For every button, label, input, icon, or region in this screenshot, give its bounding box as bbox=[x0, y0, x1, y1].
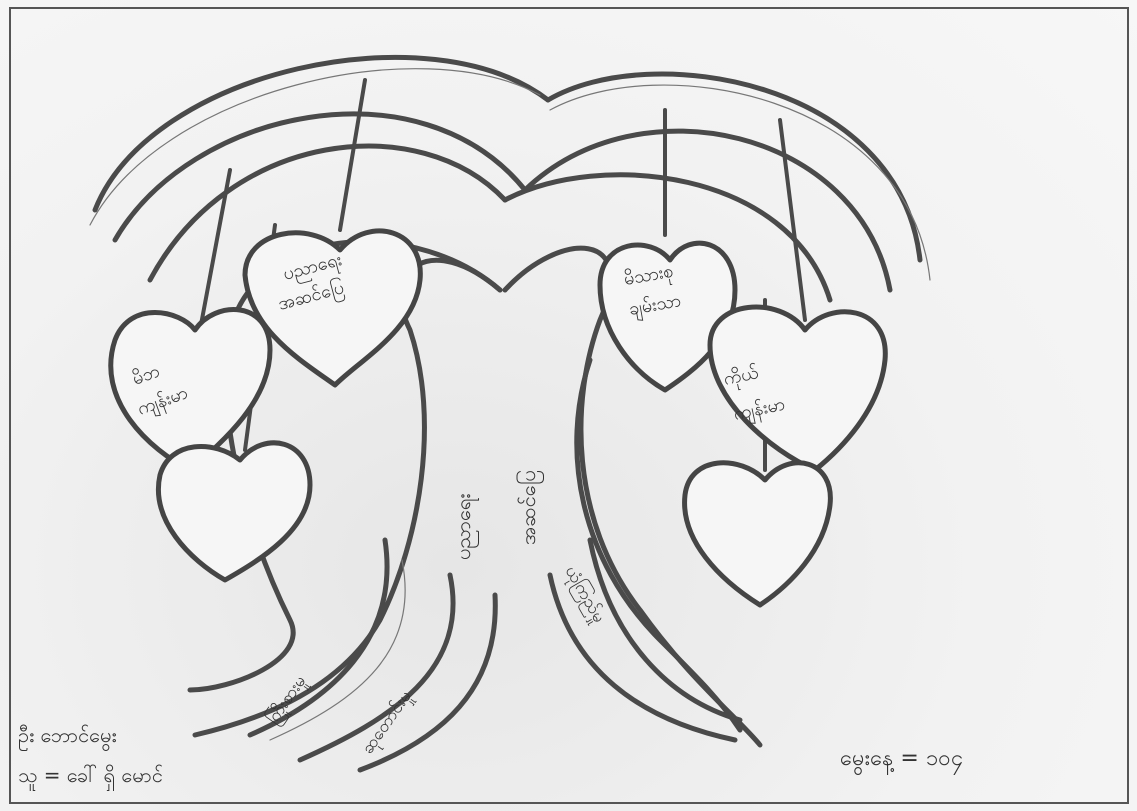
trunk-text-right: အဆင်ပြေ bbox=[516, 470, 544, 545]
root-text-1: ကြိုးစားမှု bbox=[261, 671, 313, 730]
footer-left-line2: သူ = ခေါ် ရှိ မောင် bbox=[18, 763, 163, 791]
heart-right-upper: ကိုယ် ကျန်းမာ bbox=[710, 307, 885, 470]
heart-right-lower bbox=[685, 463, 831, 605]
footer-left-line1: ဦး ဘောင်မွေး bbox=[18, 723, 117, 751]
trunk-text-left: ပညာရေး bbox=[451, 494, 479, 560]
footer-right: မွေးနေ့ = ၁၀၄ bbox=[840, 746, 963, 776]
heart-left-lower bbox=[158, 443, 310, 580]
root-arcs bbox=[250, 540, 740, 770]
